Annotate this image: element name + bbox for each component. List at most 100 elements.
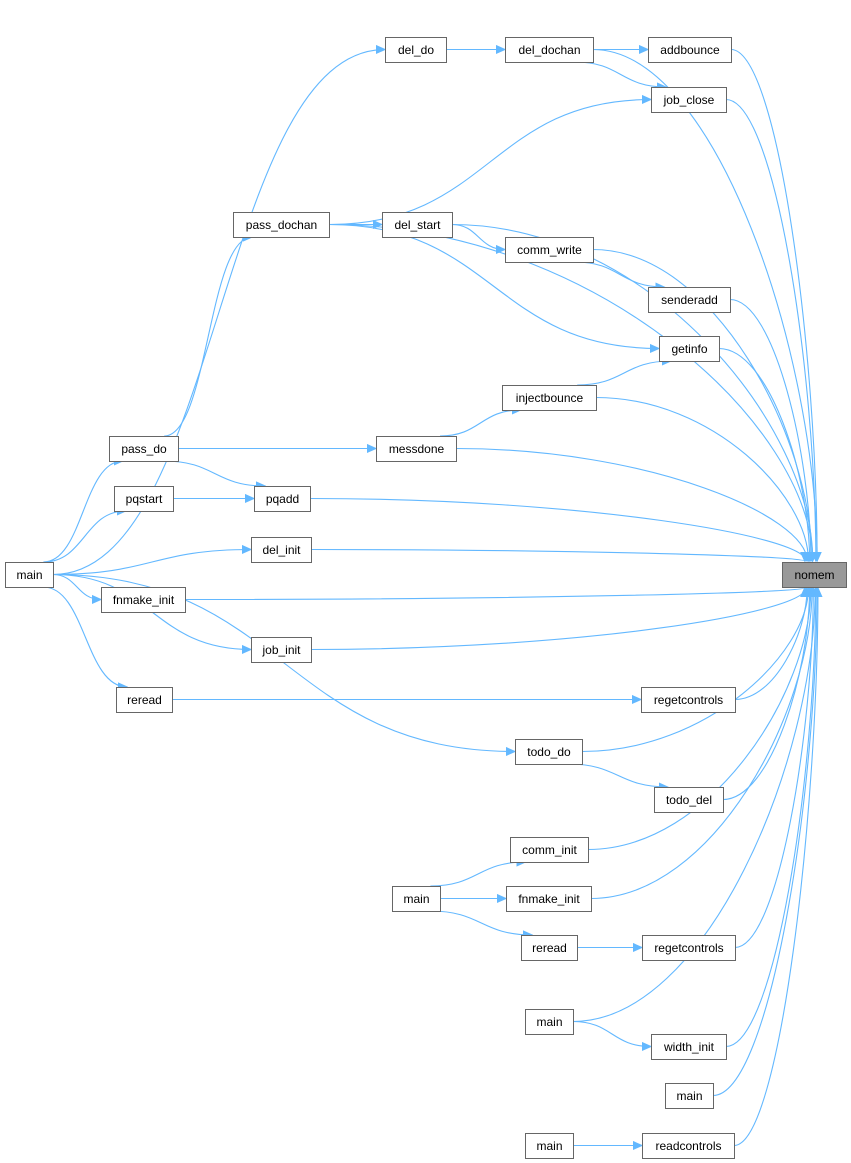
edge-todo-do-to-todo-del	[568, 763, 668, 787]
edge-comm-write-to-nomem	[592, 248, 812, 562]
node-job-init[interactable]: job_init	[251, 637, 312, 663]
node-fnmake-init1[interactable]: fnmake_init	[101, 587, 186, 613]
edge-main1-to-del-do	[52, 50, 385, 576]
node-label: reread	[532, 941, 567, 955]
node-del-start[interactable]: del_start	[382, 212, 453, 238]
edge-getinfo-to-nomem	[718, 347, 810, 562]
node-main2[interactable]: main	[392, 886, 441, 912]
node-label: readcontrols	[655, 1139, 721, 1153]
node-pass-do[interactable]: pass_do	[109, 436, 179, 462]
edge-del-dochan-to-job-close	[575, 61, 666, 87]
edge-main4-to-nomem	[712, 588, 817, 1097]
node-messdone[interactable]: messdone	[376, 436, 457, 462]
node-label: main	[536, 1015, 562, 1029]
node-label: main	[536, 1139, 562, 1153]
edge-main1-to-fnmake-init1	[52, 573, 101, 600]
node-todo-del[interactable]: todo_del	[654, 787, 724, 813]
node-label: pqstart	[126, 492, 163, 506]
node-label: pass_do	[121, 442, 167, 456]
node-box	[654, 787, 724, 813]
node-comm-write[interactable]: comm_write	[505, 237, 594, 263]
edge-main2-to-comm-init	[430, 862, 525, 887]
node-label: fnmake_init	[113, 593, 175, 607]
node-width-init[interactable]: width_init	[651, 1034, 727, 1060]
node-senderadd[interactable]: senderadd	[648, 287, 731, 313]
node-reread1[interactable]: reread	[116, 687, 173, 713]
node-getinfo[interactable]: getinfo	[659, 336, 720, 362]
edge-main2-to-reread2	[430, 910, 532, 935]
node-nomem[interactable]: nomem	[782, 562, 847, 588]
edge-width-init-to-nomem	[725, 588, 816, 1048]
node-main3[interactable]: main	[525, 1009, 574, 1035]
node-comm-init[interactable]: comm_init	[510, 837, 589, 863]
node-main5[interactable]: main	[525, 1133, 574, 1159]
node-main1[interactable]: main	[5, 562, 54, 588]
node-fnmake-init2[interactable]: fnmake_init	[506, 886, 592, 912]
node-label: job_init	[261, 643, 301, 657]
node-box	[659, 336, 720, 362]
edge-job-close-to-nomem	[725, 98, 816, 562]
edge-fnmake-init1-to-nomem	[184, 588, 805, 601]
edge-comm-init-to-nomem	[587, 588, 811, 851]
node-main4[interactable]: main	[665, 1083, 714, 1109]
node-reread2[interactable]: reread	[521, 935, 578, 961]
node-box	[114, 486, 174, 512]
node-todo-do[interactable]: todo_do	[515, 739, 583, 765]
node-label: del_dochan	[518, 43, 580, 57]
edge-injectbounce-to-nomem	[595, 396, 808, 562]
node-del-init[interactable]: del_init	[251, 537, 312, 563]
node-regetcontrols2[interactable]: regetcontrols	[642, 935, 736, 961]
node-del-do[interactable]: del_do	[385, 37, 447, 63]
node-box	[506, 886, 592, 912]
edge-del-dochan-to-nomem	[592, 48, 817, 562]
edge-del-init-to-nomem	[310, 548, 805, 562]
edge-todo-do-to-nomem	[581, 588, 808, 753]
node-label: pass_dochan	[246, 218, 317, 232]
node-label: main	[676, 1089, 702, 1103]
node-del-dochan[interactable]: del_dochan	[505, 37, 594, 63]
node-label: del_do	[398, 43, 434, 57]
node-box	[651, 1034, 727, 1060]
edge-del-start-to-comm-write	[451, 223, 505, 250]
edges-layer	[43, 50, 818, 1146]
node-addbounce[interactable]: addbounce	[648, 37, 732, 63]
edge-comm-write-to-senderadd	[575, 261, 664, 287]
node-label: del_start	[394, 218, 441, 232]
node-box	[382, 212, 453, 238]
node-box	[251, 637, 312, 663]
node-pass-dochan[interactable]: pass_dochan	[233, 212, 330, 238]
node-box	[521, 935, 578, 961]
node-box	[385, 37, 447, 63]
edge-main1-to-reread1	[43, 586, 127, 687]
node-box	[525, 1009, 574, 1035]
edge-main1-to-pass-do	[43, 461, 122, 563]
edge-fnmake-init2-to-nomem	[590, 588, 812, 900]
node-label: nomem	[794, 568, 834, 582]
node-readcontrols[interactable]: readcontrols	[642, 1133, 735, 1159]
edge-messdone-to-nomem	[455, 447, 807, 562]
node-pqadd[interactable]: pqadd	[254, 486, 311, 512]
node-label: main	[16, 568, 42, 582]
node-label: fnmake_init	[518, 892, 580, 906]
node-label: width_init	[663, 1040, 715, 1054]
node-box	[505, 37, 594, 63]
nodes-layer: del_do del_dochan addbounce job_close pass_d…	[5, 37, 847, 1159]
edge-senderadd-to-nomem	[729, 298, 811, 562]
node-label: messdone	[389, 442, 445, 456]
node-pqstart[interactable]: pqstart	[114, 486, 174, 512]
node-box	[525, 1133, 574, 1159]
node-box	[642, 1133, 735, 1159]
node-label: todo_del	[666, 793, 712, 807]
node-box	[376, 436, 457, 462]
edge-messdone-to-injectbounce	[439, 410, 521, 437]
edge-pass-do-to-pass-dochan	[164, 237, 252, 437]
node-label: senderadd	[661, 293, 718, 307]
node-regetcontrols1[interactable]: regetcontrols	[641, 687, 736, 713]
edge-injectbounce-to-getinfo	[577, 361, 671, 386]
node-label: regetcontrols	[654, 941, 723, 955]
edge-job-init-to-nomem	[310, 588, 806, 651]
node-job-close[interactable]: job_close	[651, 87, 727, 113]
node-label: del_init	[262, 543, 301, 557]
node-box	[101, 587, 186, 613]
node-injectbounce[interactable]: injectbounce	[502, 385, 597, 411]
